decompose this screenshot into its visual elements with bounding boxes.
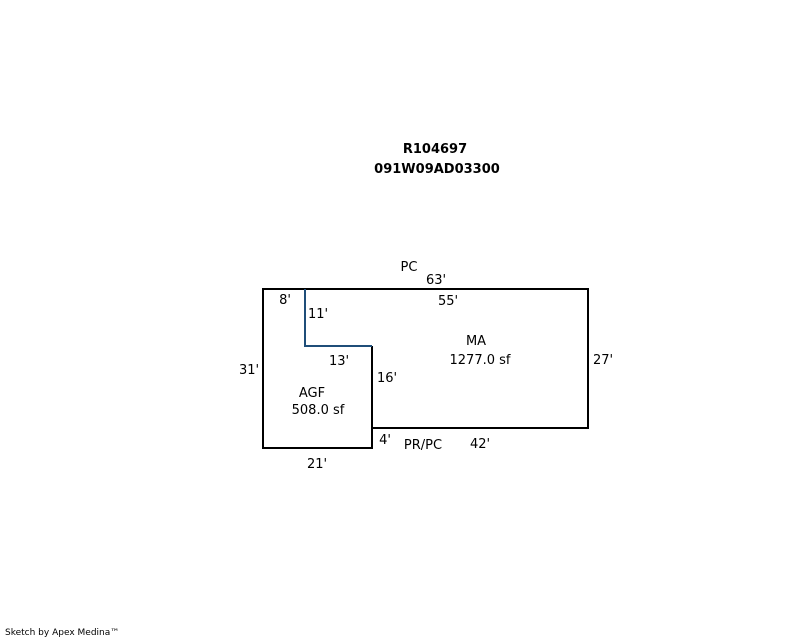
interior-wall-line xyxy=(304,289,372,347)
main-area-outline xyxy=(262,288,589,449)
dim-left-side: 31' xyxy=(239,363,259,378)
top-area-label: PC xyxy=(401,260,418,275)
dim-top-left: 8' xyxy=(279,293,291,308)
dim-step: 4' xyxy=(379,433,391,448)
dim-top-total: 63' xyxy=(426,273,446,288)
main-area-size: 1277.0 sf xyxy=(450,353,511,368)
dim-notch-horizontal: 13' xyxy=(329,354,349,369)
dim-bottom-left: 21' xyxy=(307,457,327,472)
dim-garage-right: 16' xyxy=(377,371,397,386)
parcel-id: 091W09AD03300 xyxy=(374,162,500,177)
garage-area-code: AGF xyxy=(299,386,325,401)
account-id: R104697 xyxy=(403,142,467,157)
dim-notch-vertical: 11' xyxy=(308,307,328,322)
sketch-credit: Sketch by Apex Medina™ xyxy=(5,628,120,638)
main-area-code: MA xyxy=(466,334,486,349)
dim-top-inner: 55' xyxy=(438,294,458,309)
bottom-area-label: PR/PC xyxy=(404,438,442,453)
dim-bottom-right: 42' xyxy=(470,437,490,452)
garage-area-size: 508.0 sf xyxy=(292,403,345,418)
dim-right-side: 27' xyxy=(593,353,613,368)
